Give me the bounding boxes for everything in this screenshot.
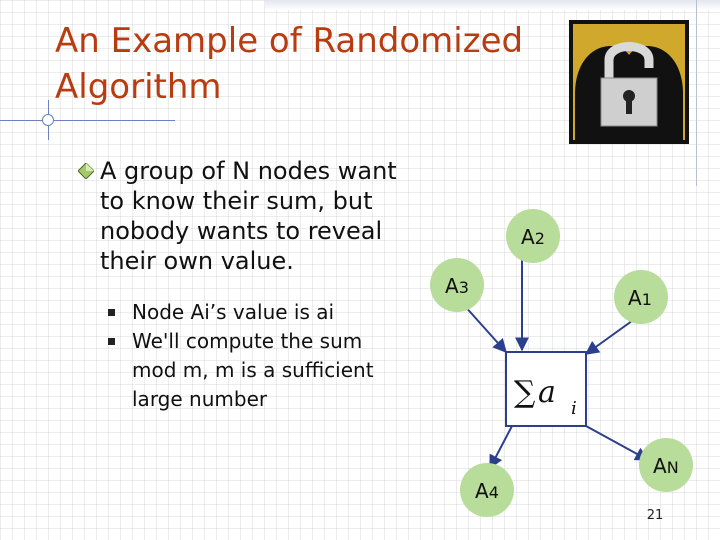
diamond-bullet-icon	[78, 163, 94, 179]
edge-an	[585, 425, 650, 461]
node-a4: A4	[460, 463, 514, 517]
node-a3: A3	[430, 258, 484, 312]
sub-bullet-item: We'll compute the sum mod m, m is a suff…	[108, 327, 408, 414]
right-rule	[696, 0, 697, 186]
lock-icon	[575, 42, 683, 140]
page-number: 21	[646, 508, 664, 523]
node-an: AN	[639, 438, 693, 492]
square-bullet-icon	[108, 338, 115, 345]
node-a1: A1	[614, 270, 668, 324]
title-underline	[0, 120, 175, 121]
sum-formula-i: i	[571, 398, 577, 419]
sub-bullet-list: Node Ai’s value is ai We'll compute the …	[108, 298, 408, 414]
edge-a3	[462, 303, 507, 354]
title-rule-circle	[42, 114, 54, 126]
top-rule	[265, 0, 720, 10]
node-a1-label: A1	[628, 286, 652, 310]
square-bullet-icon	[108, 309, 115, 316]
node-an-label: AN	[653, 454, 679, 478]
main-bullet: A group of N nodes want to know their su…	[78, 156, 418, 276]
slide-title: An Example of Randomized Algorithm	[55, 21, 524, 107]
sub-bullet-text: We'll compute the sum mod m, m is a suff…	[132, 329, 374, 411]
node-a3-label: A3	[445, 274, 469, 298]
main-bullet-text: A group of N nodes want to know their su…	[100, 157, 397, 275]
edge-a1	[584, 317, 637, 355]
node-a4-label: A4	[475, 479, 499, 503]
sum-box	[505, 351, 587, 427]
sum-formula: ∑	[514, 375, 536, 410]
sub-bullet-item: Node Ai’s value is ai	[108, 298, 408, 327]
node-a2: A2	[506, 209, 560, 263]
edge-a4	[489, 425, 513, 470]
node-a2-label: A2	[521, 225, 545, 249]
sum-formula-a: a	[538, 375, 556, 410]
lock-heads-icon	[569, 20, 689, 144]
sub-bullet-text: Node Ai’s value is ai	[132, 300, 335, 324]
